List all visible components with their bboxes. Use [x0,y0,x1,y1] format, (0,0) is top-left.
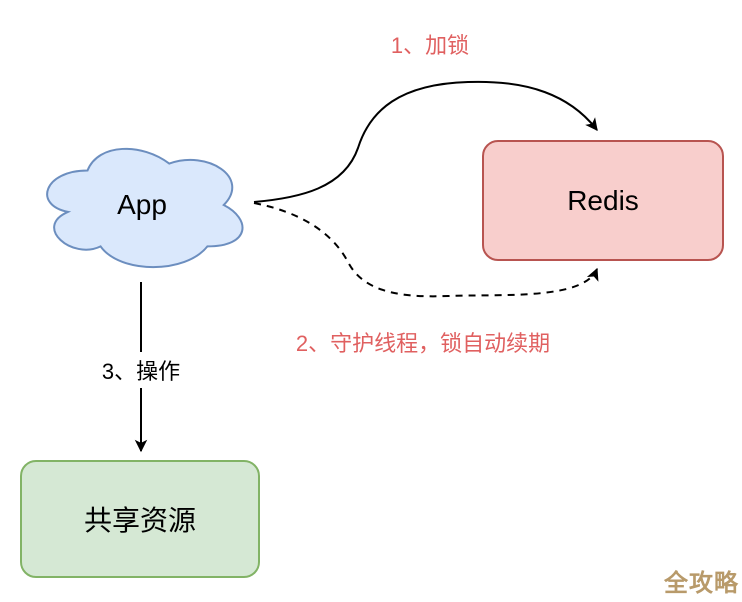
edge-label-renew: 2、守护线程，锁自动续期 [295,331,551,356]
app-node-label: App [117,189,167,220]
watermark: 全攻略 [664,570,739,597]
edge-label-operate: 3、操作 [95,352,187,388]
shared-resource-node: 共享资源 [20,460,260,578]
shared-resource-node-label: 共享资源 [83,505,196,536]
redis-node-label: Redis [567,184,639,216]
renew-arrow [253,202,599,298]
edge-label-lock: 1、加锁 [390,33,470,58]
lock-arrow [253,80,598,203]
redis-node: Redis [482,140,724,261]
app-cloud-shape [46,147,244,269]
